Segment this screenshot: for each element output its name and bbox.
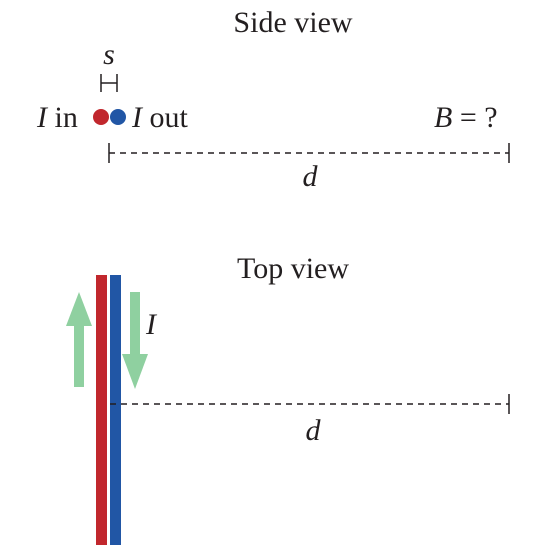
separation-marker <box>100 74 118 92</box>
top-view: Top view I d <box>66 252 510 545</box>
wire-out-cross-section <box>110 109 126 125</box>
current-label: I <box>145 308 158 341</box>
wire-out <box>110 275 121 545</box>
side-view: Side view s I in I out B = ? d <box>36 6 510 193</box>
current-out-label: I out <box>131 101 189 134</box>
side-view-title: Side view <box>233 6 352 39</box>
field-question-label: B = ? <box>434 101 498 134</box>
current-up-arrow <box>66 292 92 387</box>
current-in-label: I in <box>36 101 78 134</box>
top-distance-line <box>110 394 510 414</box>
top-distance-label: d <box>306 414 322 447</box>
wire-in-cross-section <box>93 109 109 125</box>
current-down-arrow <box>122 292 148 389</box>
separation-label: s <box>103 38 115 71</box>
side-distance-line <box>108 143 510 163</box>
wire-in <box>96 275 107 545</box>
top-view-title: Top view <box>237 252 349 285</box>
side-distance-label: d <box>303 160 319 193</box>
